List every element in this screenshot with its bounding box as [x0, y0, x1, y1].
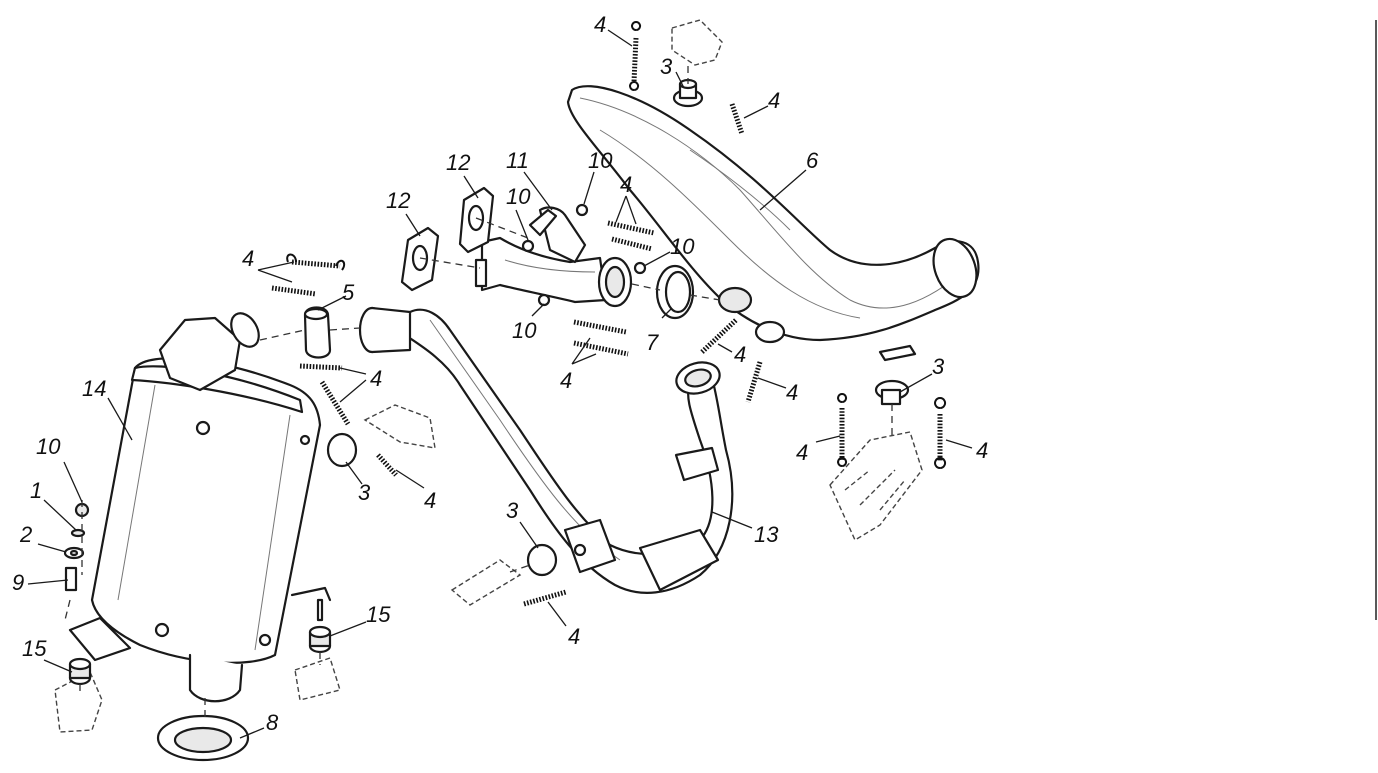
callout-2: 2: [19, 522, 32, 547]
callout-4: 4: [594, 12, 606, 37]
callout-3: 3: [932, 354, 945, 379]
callout-15: 15: [366, 602, 391, 627]
part-9-stud: [64, 566, 78, 592]
callout-1: 1: [30, 478, 42, 503]
callout-3: 3: [358, 480, 371, 505]
callout-4: 4: [560, 368, 572, 393]
part-8-ring-seal: [156, 698, 250, 762]
callout-6: 6: [806, 148, 819, 173]
callout-13: 13: [754, 522, 779, 547]
part-1-washer: [70, 528, 86, 538]
callout-4: 4: [242, 246, 254, 271]
callout-15: 15: [22, 636, 47, 661]
assembly-axis-lines: [64, 66, 893, 695]
callout-12: 12: [446, 150, 470, 175]
callout-labels: 4 3 4 6 12 11 10 12 10 4 10 4 5 10 7 4 4…: [12, 12, 988, 735]
callout-11: 11: [506, 148, 529, 173]
part-10-nut: [74, 203, 647, 518]
part-5-sleeve: [303, 306, 332, 359]
callout-10: 10: [506, 184, 531, 209]
part-12-gasket-a: [400, 226, 440, 292]
bracket-right: [829, 431, 923, 542]
callout-12: 12: [386, 188, 410, 213]
part-7-ring-clamp: [655, 264, 695, 320]
bracket-low: [450, 559, 522, 606]
callout-4: 4: [976, 438, 988, 463]
callout-5: 5: [342, 280, 355, 305]
callout-10: 10: [512, 318, 537, 343]
part-15-grommet-b: [308, 598, 332, 654]
callout-7: 7: [646, 330, 659, 355]
callout-4: 4: [424, 488, 436, 513]
part-3-mount-right: [874, 379, 910, 406]
part-6-upper-pipe: [566, 85, 980, 362]
part-12-gasket-b: [458, 186, 495, 254]
part-3-mount-mid: [326, 432, 358, 468]
callout-3: 3: [660, 54, 673, 79]
part-14-main-muffler: [68, 312, 332, 703]
callout-10: 10: [588, 148, 613, 173]
callout-4: 4: [568, 624, 580, 649]
callout-4: 4: [786, 380, 798, 405]
callout-4: 4: [620, 172, 632, 197]
part-2-washer: [63, 546, 85, 560]
callout-10: 10: [36, 434, 61, 459]
callout-3: 3: [506, 498, 519, 523]
callout-4: 4: [734, 342, 746, 367]
callout-8: 8: [266, 710, 279, 735]
bracket-center-bottom: [294, 657, 341, 701]
bracket-top: [671, 19, 723, 66]
callout-4: 4: [768, 88, 780, 113]
callout-4: 4: [370, 366, 382, 391]
callout-14: 14: [82, 376, 106, 401]
callout-4: 4: [796, 440, 808, 465]
part-4-springs: [271, 21, 947, 607]
part-3-mount-low: [526, 543, 558, 577]
callout-10: 10: [670, 234, 695, 259]
part-15-grommet-a: [68, 657, 92, 686]
part-13-lower-pipe: [358, 306, 734, 594]
callout-9: 9: [12, 570, 24, 595]
bracket-mid: [363, 404, 436, 449]
part-11-manifold: [474, 206, 633, 308]
callout-leader-lines: [27, 29, 973, 739]
